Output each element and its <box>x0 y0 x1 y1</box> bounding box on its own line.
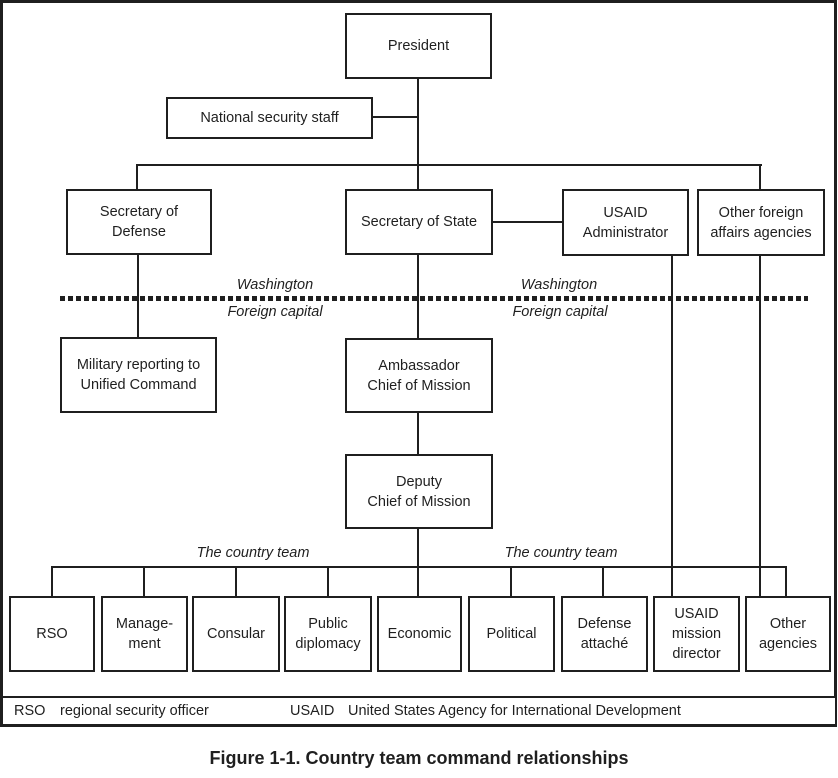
node-defense-attache: Defense attaché <box>561 596 648 672</box>
node-label: attaché <box>580 636 629 652</box>
connector-consular-stub <box>235 566 237 596</box>
node-label: agencies <box>758 636 818 652</box>
node-deputy-chief-of-mission: Deputy Chief of Mission <box>345 454 493 529</box>
node-label: affairs agencies <box>710 224 812 241</box>
washington-label-left: Washington <box>236 277 314 293</box>
connector-other-agencies-stub <box>785 566 787 596</box>
country-team-label-right: The country team <box>504 545 618 561</box>
node-label: Consular <box>206 626 266 642</box>
connector-top-row <box>136 164 762 166</box>
node-label: director <box>672 646 721 662</box>
connector-nss <box>372 116 419 118</box>
node-political: Political <box>468 596 555 672</box>
node-other-foreign-affairs-agencies: Other foreign affairs agencies <box>697 189 825 256</box>
connector-management-stub <box>143 566 145 596</box>
node-label: Chief of Mission <box>367 493 471 510</box>
node-usaid-administrator: USAID Administrator <box>562 189 689 256</box>
connector-state-ambassador <box>417 255 419 338</box>
node-label: Economic <box>387 626 452 642</box>
connector-president-to-state <box>417 79 419 189</box>
node-label: Secretary of State <box>360 214 478 230</box>
connector-ambassador-deputy <box>417 413 419 454</box>
node-label: President <box>387 38 450 54</box>
connector-state-usaid <box>492 221 562 223</box>
node-label: Public <box>308 616 348 632</box>
node-label: Other foreign <box>718 204 804 221</box>
connector-other-foreign-stub <box>759 164 761 189</box>
legend-definition-usaid: United States Agency for International D… <box>348 703 681 719</box>
washington-foreign-capital-divider <box>60 296 808 301</box>
node-label: Other <box>769 616 807 632</box>
connector-usaid-admin-to-mission-director <box>671 256 673 596</box>
connector-defense-stub <box>136 164 138 189</box>
legend-abbr-usaid: USAID <box>290 703 335 719</box>
node-label: Ambassador <box>378 357 460 374</box>
connector-country-team-row <box>52 566 787 568</box>
connector-defense-military <box>137 255 139 337</box>
node-label: Administrator <box>582 224 669 241</box>
node-label: diplomacy <box>295 636 361 652</box>
node-management: Manage- ment <box>101 596 188 672</box>
node-label: Deputy <box>396 473 442 490</box>
node-usaid-mission-director: USAID mission director <box>653 596 740 672</box>
node-label: USAID <box>603 204 648 221</box>
node-label: National security staff <box>200 110 339 126</box>
connector-defense-attache-stub <box>602 566 604 596</box>
node-rso: RSO <box>9 596 95 672</box>
connector-rso-stub <box>51 566 53 596</box>
node-label: mission <box>671 626 722 642</box>
node-label: Unified Command <box>80 377 197 393</box>
foreign-capital-label-left: Foreign capital <box>227 304 323 320</box>
node-secretary-of-state: Secretary of State <box>345 189 493 255</box>
legend-definition-rso: regional security officer <box>60 703 209 719</box>
connector-deputy-economic <box>417 529 419 596</box>
legend-abbr-rso: RSO <box>14 703 46 719</box>
node-economic: Economic <box>377 596 462 672</box>
node-national-security-staff: National security staff <box>166 97 373 139</box>
node-label: USAID <box>674 606 719 622</box>
node-label: Military reporting to <box>76 357 201 373</box>
country-team-label-left: The country team <box>196 545 310 561</box>
foreign-capital-label-right: Foreign capital <box>512 304 608 320</box>
washington-label-right: Washington <box>520 277 598 293</box>
legend-bar: RSO regional security officer USAID Unit… <box>3 696 835 724</box>
node-military-unified-command: Military reporting to Unified Command <box>60 337 217 413</box>
node-label: Defense <box>111 224 166 240</box>
node-president: President <box>345 13 492 79</box>
node-other-agencies: Other agencies <box>745 596 831 672</box>
node-label: RSO <box>36 626 68 642</box>
node-label: Political <box>486 626 537 642</box>
node-label: Manage- <box>115 616 174 632</box>
node-secretary-of-defense: Secretary of Defense <box>66 189 212 255</box>
node-consular: Consular <box>192 596 280 672</box>
node-label: Chief of Mission <box>367 377 471 394</box>
node-public-diplomacy: Public diplomacy <box>284 596 372 672</box>
connector-other-foreign-to-other-agencies <box>759 256 761 596</box>
connector-political-stub <box>510 566 512 596</box>
connector-public-diplomacy-stub <box>327 566 329 596</box>
node-label: ment <box>128 636 161 652</box>
node-ambassador-chief-of-mission: Ambassador Chief of Mission <box>345 338 493 413</box>
node-label: Defense <box>577 616 632 632</box>
figure-caption: Figure 1-1. Country team command relatio… <box>209 748 629 768</box>
node-label: Secretary of <box>99 204 179 220</box>
